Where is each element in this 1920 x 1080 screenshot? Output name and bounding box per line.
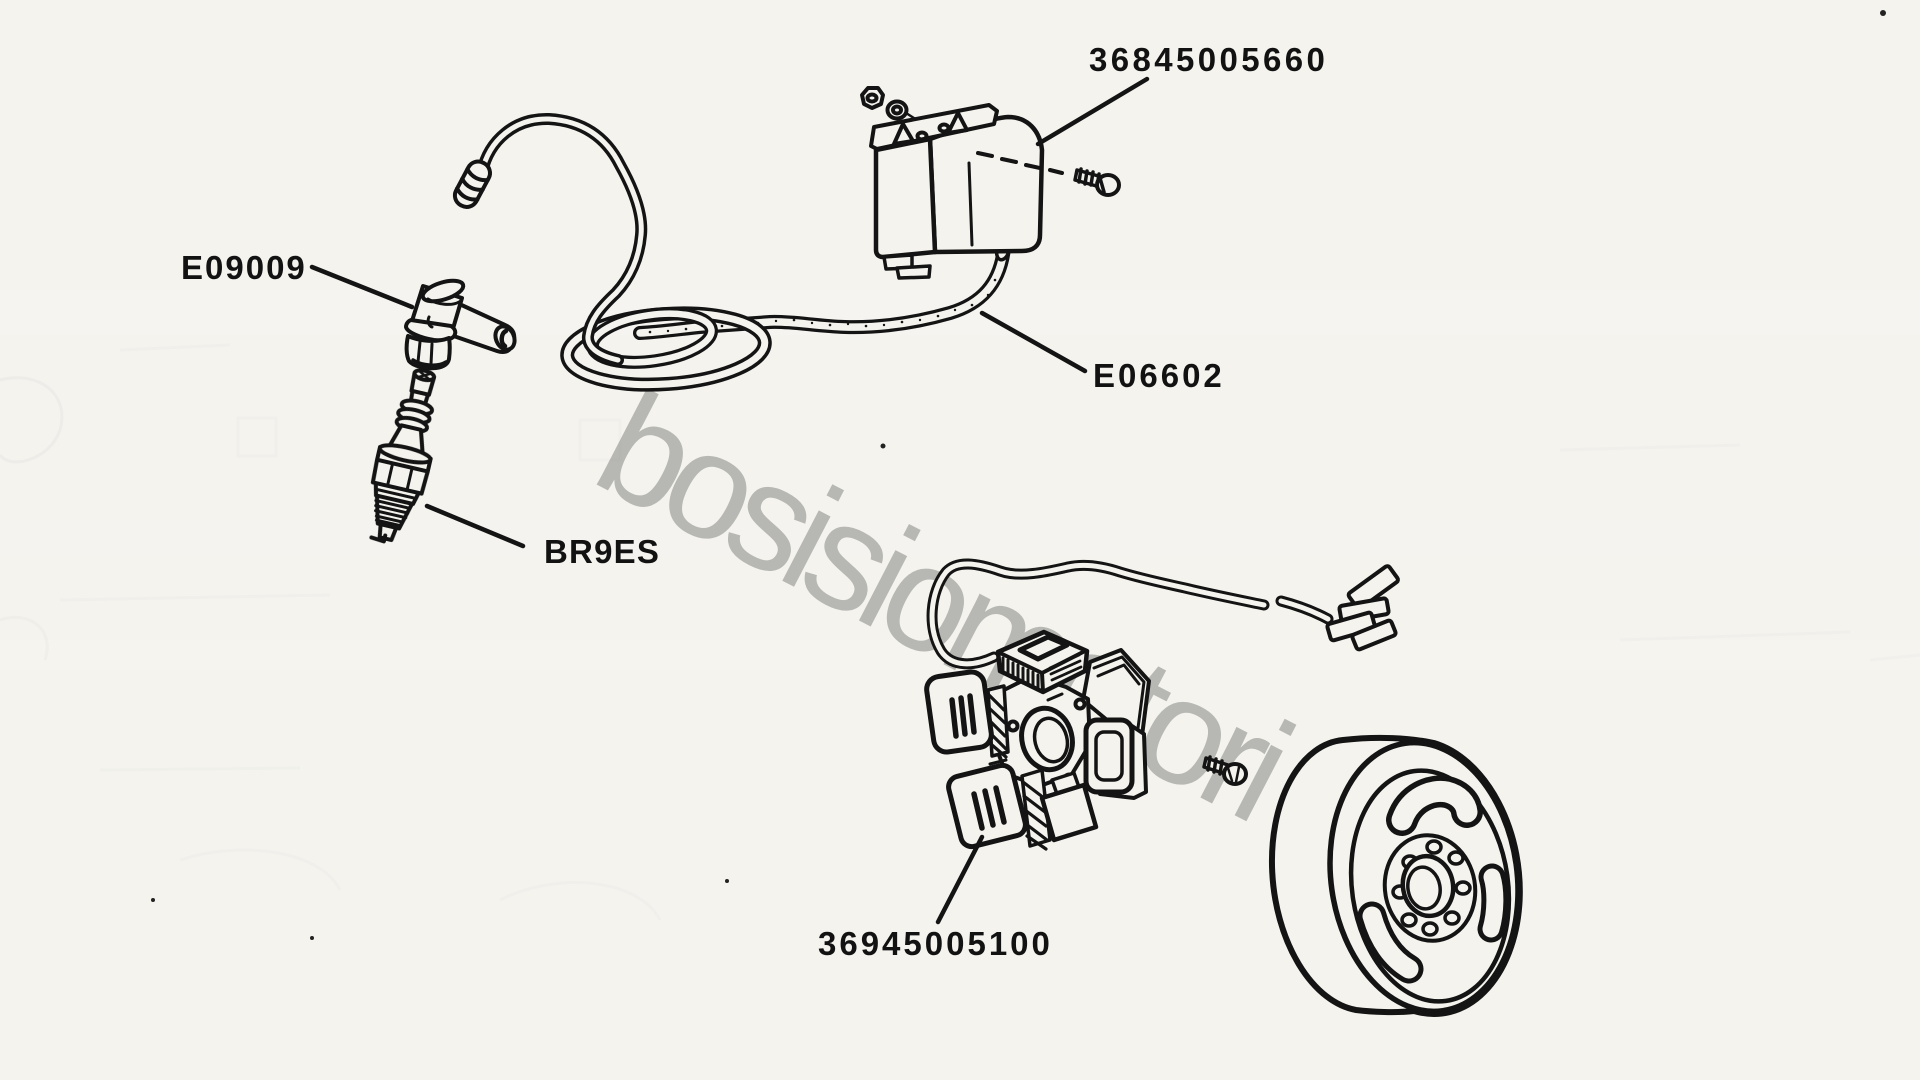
- svg-text:E06602: E06602: [1093, 357, 1225, 394]
- svg-text:BR9ES: BR9ES: [544, 533, 660, 570]
- svg-text:36845005660: 36845005660: [1089, 41, 1328, 78]
- svg-text:E09009: E09009: [181, 249, 307, 286]
- svg-text:36945005100: 36945005100: [818, 925, 1053, 962]
